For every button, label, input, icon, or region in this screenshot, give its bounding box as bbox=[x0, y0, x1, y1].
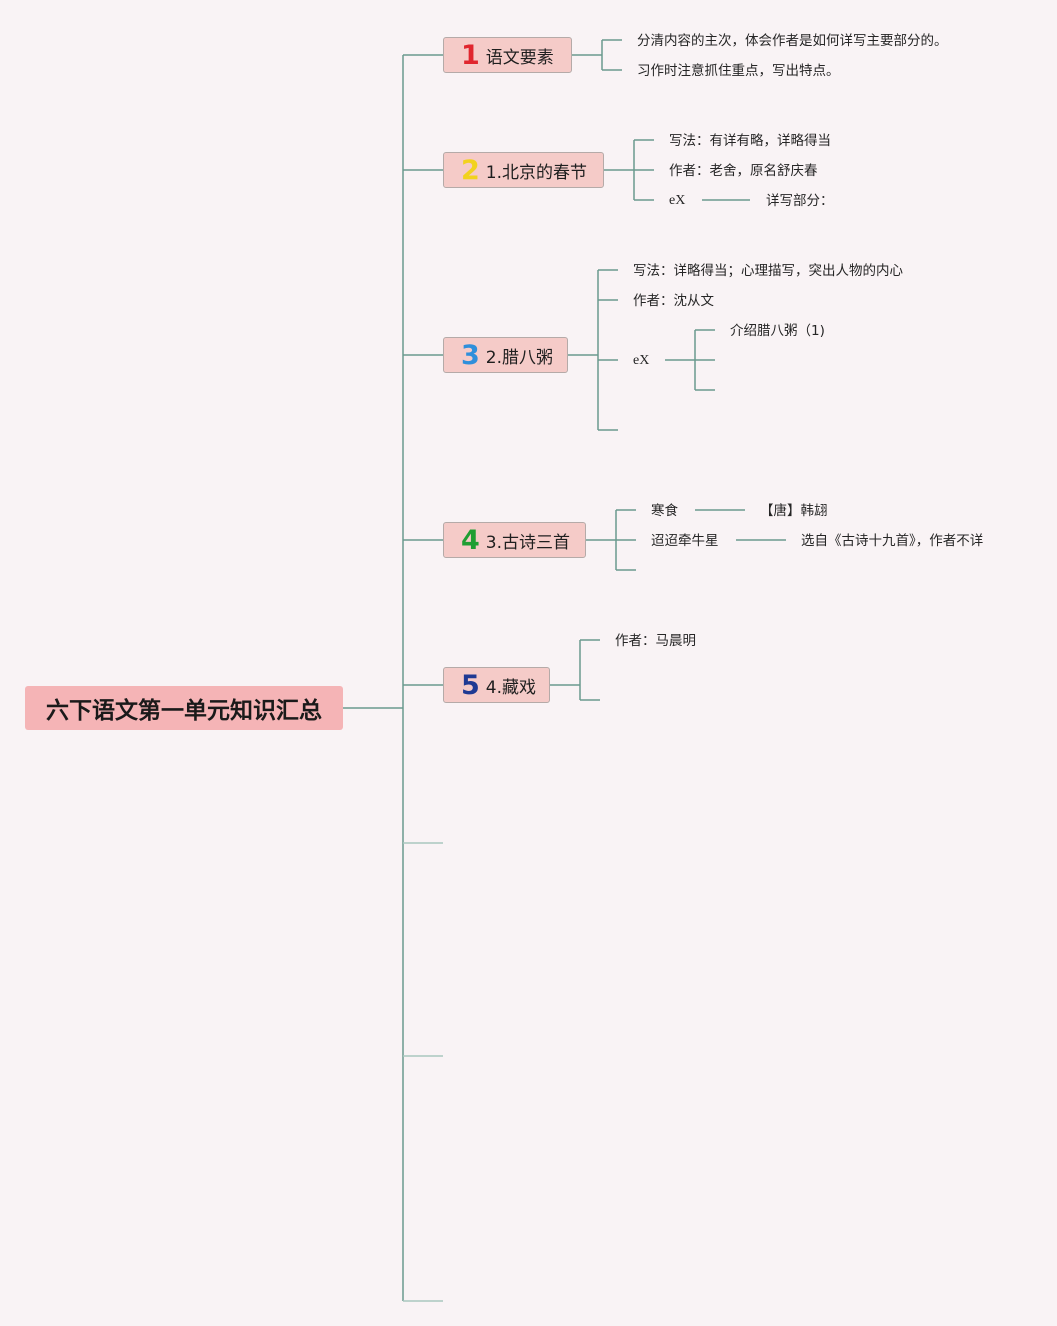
subtopic-4-2[interactable]: 迢迢牵牛星 bbox=[651, 533, 719, 549]
number-3-icon: 3 bbox=[461, 339, 480, 371]
subtopic-2-1[interactable]: 写法：有详有略，详略得当 bbox=[669, 133, 831, 149]
number-2-icon: 2 bbox=[461, 154, 480, 186]
subtopic-4-1[interactable]: 寒食 bbox=[651, 503, 678, 519]
number-5-icon: 5 bbox=[461, 669, 480, 701]
topic-label: 2.腊八粥 bbox=[485, 347, 554, 368]
subtopic-3-1[interactable]: 写法：详略得当；心理描写，突出人物的内心 bbox=[633, 263, 903, 279]
subtopic-2-3-1[interactable]: 详写部分： bbox=[766, 193, 834, 209]
topic-beijing-spring-festival[interactable]: 2 1.北京的春节 bbox=[443, 152, 604, 188]
number-4-icon: 4 bbox=[461, 524, 480, 556]
subtopic-3-2[interactable]: 作者：沈从文 bbox=[633, 293, 714, 309]
subtopic-1-1[interactable]: 分清内容的主次，体会作者是如何详写主要部分的。 bbox=[637, 33, 948, 49]
number-1-icon: 1 bbox=[461, 39, 480, 71]
topic-laba-porridge[interactable]: 3 2.腊八粥 bbox=[443, 337, 568, 373]
subtopic-2-3[interactable]: eX bbox=[669, 193, 686, 208]
topic-label: 4.藏戏 bbox=[485, 677, 537, 698]
root-title: 六下语文第一单元知识汇总 bbox=[46, 698, 322, 724]
topic-tibetan-opera[interactable]: 5 4.藏戏 bbox=[443, 667, 550, 703]
topic-three-ancient-poems[interactable]: 4 3.古诗三首 bbox=[443, 522, 586, 558]
topic-label: 语文要素 bbox=[485, 47, 554, 68]
root-topic[interactable]: 六下语文第一单元知识汇总 bbox=[25, 686, 343, 730]
topic-label: 1.北京的春节 bbox=[485, 162, 588, 183]
topic-language-elements[interactable]: 1 语文要素 bbox=[443, 37, 572, 73]
subtopic-4-2-1[interactable]: 选自《古诗十九首》，作者不详 bbox=[801, 533, 984, 549]
subtopic-5-1[interactable]: 作者：马晨明 bbox=[615, 633, 696, 649]
subtopic-3-3[interactable]: eX bbox=[633, 353, 650, 368]
topic-label: 3.古诗三首 bbox=[485, 532, 571, 553]
subtopic-1-2[interactable]: 习作时注意抓住重点，写出特点。 bbox=[637, 63, 840, 79]
subtopic-3-3-1[interactable]: 介绍腊八粥（1) bbox=[730, 323, 825, 339]
subtopic-4-1-1[interactable]: 【唐】韩翃 bbox=[760, 503, 828, 519]
subtopic-2-2[interactable]: 作者：老舍，原名舒庆春 bbox=[669, 163, 818, 179]
